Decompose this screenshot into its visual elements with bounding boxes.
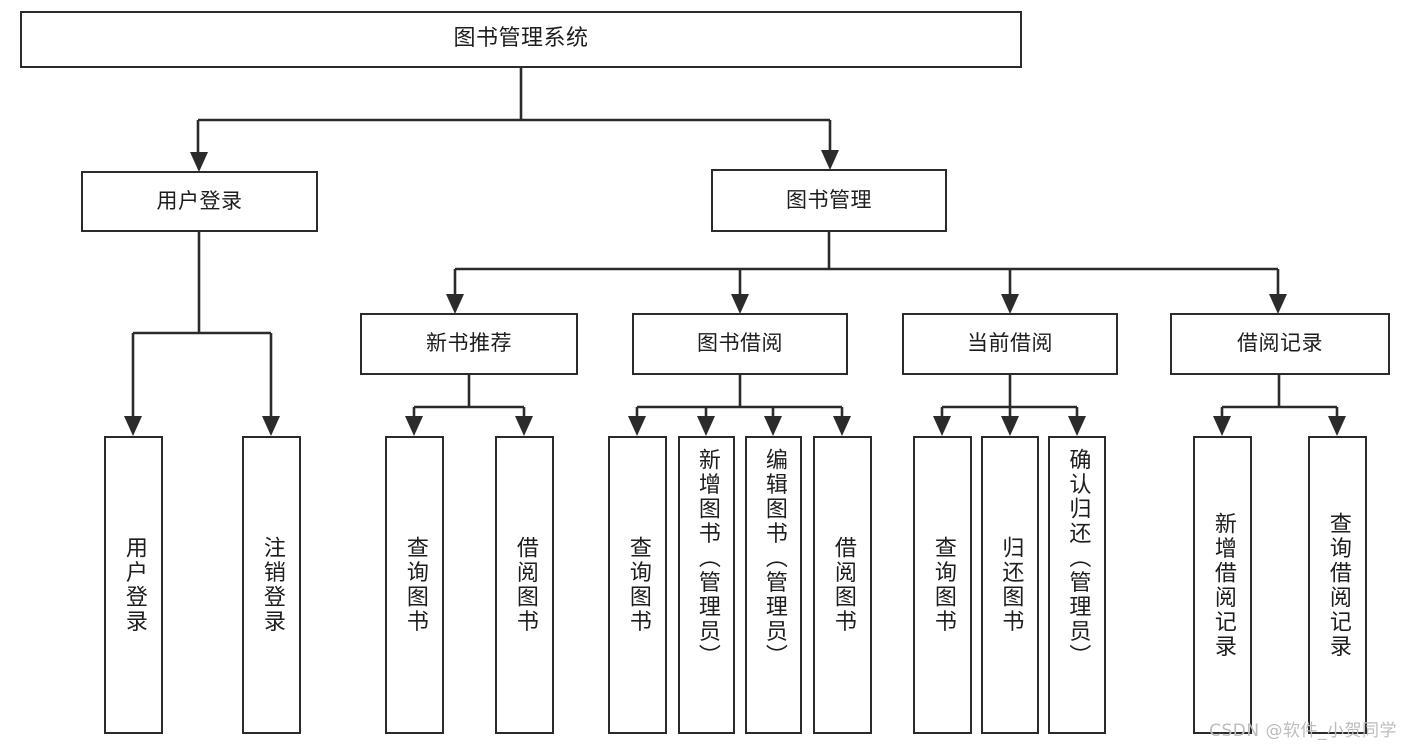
node-label: 新增图书（管理员） (694, 448, 720, 669)
leaf-user-login[interactable]: 用户登录 (104, 436, 163, 734)
node-label: 注销登录 (259, 536, 285, 634)
node-label: 确认归还（管理员） (1065, 448, 1091, 669)
leaf-add-borrow-record[interactable]: 新增借阅记录 (1193, 436, 1252, 734)
node-label: 编辑图书（管理员） (761, 448, 787, 669)
leaf-query-book-newbook[interactable]: 查询图书 (385, 436, 444, 734)
node-label: 新增借阅记录 (1210, 511, 1236, 659)
node-label: 查询借阅记录 (1325, 511, 1351, 659)
node-label: 当前借阅 (967, 331, 1053, 356)
node-root-library-system[interactable]: 图书管理系统 (20, 11, 1022, 68)
leaf-borrow-book-newbook[interactable]: 借阅图书 (495, 436, 554, 734)
node-label: 用户登录 (121, 536, 147, 634)
node-label: 借阅图书 (830, 536, 856, 634)
node-book-borrow[interactable]: 图书借阅 (632, 313, 848, 375)
node-user-login[interactable]: 用户登录 (81, 171, 318, 232)
node-label: 查询图书 (402, 536, 428, 634)
node-label: 图书管理 (786, 187, 872, 212)
node-current-borrow[interactable]: 当前借阅 (902, 313, 1118, 375)
node-label: 图书管理系统 (453, 26, 589, 52)
node-label: 图书借阅 (697, 331, 783, 356)
node-book-management[interactable]: 图书管理 (711, 169, 947, 232)
node-label: 用户登录 (156, 188, 243, 213)
node-label: 借阅图书 (512, 536, 538, 634)
leaf-query-borrow-record[interactable]: 查询借阅记录 (1308, 436, 1367, 734)
leaf-borrow-book[interactable]: 借阅图书 (813, 436, 872, 734)
node-label: 借阅记录 (1237, 331, 1323, 356)
node-borrow-records[interactable]: 借阅记录 (1170, 313, 1390, 375)
leaf-return-book[interactable]: 归还图书 (981, 436, 1039, 734)
leaf-edit-book-admin[interactable]: 编辑图书（管理员） (745, 436, 802, 734)
leaf-add-book-admin[interactable]: 新增图书（管理员） (678, 436, 735, 734)
node-new-book-recommend[interactable]: 新书推荐 (360, 313, 578, 375)
node-label: 归还图书 (998, 536, 1024, 634)
node-label: 查询图书 (930, 536, 956, 634)
leaf-confirm-return-admin[interactable]: 确认归还（管理员） (1048, 436, 1106, 734)
node-label: 新书推荐 (426, 331, 512, 356)
node-label: 查询图书 (625, 536, 651, 634)
leaf-logout-login[interactable]: 注销登录 (242, 436, 301, 734)
leaf-query-book-borrow[interactable]: 查询图书 (608, 436, 667, 734)
leaf-query-book-current[interactable]: 查询图书 (913, 436, 972, 734)
